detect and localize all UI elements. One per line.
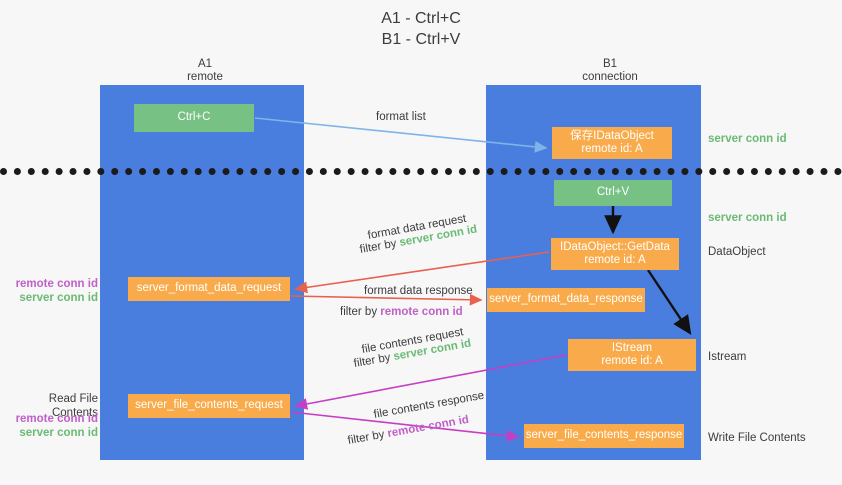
side-label-server-conn-id-b: server conn id	[19, 427, 98, 439]
side-label-write-file-contents: Write File Contents	[708, 432, 806, 444]
arrow-file-contents-response	[290, 411, 520, 442]
page-title: A1 - Ctrl+C B1 - Ctrl+V	[0, 8, 842, 50]
box-ctrl-c[interactable]: Ctrl+C	[134, 104, 254, 132]
label-filter-prefix: filter by	[340, 306, 381, 318]
column-a1-role: remote	[187, 71, 223, 83]
arrow-format-list	[254, 117, 548, 153]
side-label-remote-conn-id-a: remote conn id	[15, 278, 98, 290]
box-server-file-contents-response-label: server_file_contents_response	[525, 429, 683, 442]
arrow-format-data-response	[290, 293, 483, 306]
title-line-2: B1 - Ctrl+V	[381, 31, 461, 48]
arrow-format-data-request	[294, 251, 550, 294]
box-server-file-contents-request-label: server_file_contents_request	[135, 399, 283, 412]
box-server-file-contents-response[interactable]: server_file_contents_response	[524, 424, 684, 448]
divider-line	[0, 168, 842, 175]
box-getdata-line1: IDataObject::GetData	[560, 240, 670, 253]
box-ctrl-c-line1: Ctrl+C	[177, 111, 211, 124]
label-format-data-response-filter: filter by remote conn id	[340, 305, 463, 320]
box-server-format-data-response[interactable]: server_format_data_response	[487, 288, 645, 312]
side-label-server-conn-id-top: server conn id	[708, 133, 787, 145]
side-label-remote-conn-id-b: remote conn id	[15, 413, 98, 425]
box-idataobject-line2: remote id: A	[581, 143, 643, 155]
side-label-server-conn-id-mid: server conn id	[708, 212, 787, 224]
arrow-getdata-to-istream	[647, 269, 692, 335]
label-filter-remote-conn-id: remote conn id	[380, 306, 463, 318]
side-label-read-file-contents: Read File Contents	[48, 393, 98, 419]
side-label-conn-ids-lower: remote conn id server conn id	[10, 412, 98, 440]
side-label-conn-ids-upper: remote conn id server conn id	[10, 277, 98, 305]
box-idataobject[interactable]: 保存IDataObject remote id: A	[552, 127, 672, 159]
box-getdata-line2: remote id: A	[584, 254, 646, 266]
column-header-b1: B1 connection	[540, 58, 680, 84]
column-a1-name: A1	[197, 58, 213, 70]
box-istream-line1: IStream	[611, 341, 653, 354]
box-idataobject-getdata[interactable]: IDataObject::GetData remote id: A	[551, 238, 679, 270]
label-format-data-response: format data response	[364, 285, 473, 297]
box-server-file-contents-request[interactable]: server_file_contents_request	[128, 394, 290, 418]
box-ctrl-v-line1: Ctrl+V	[596, 186, 630, 199]
side-label-istream: Istream	[708, 351, 747, 363]
box-istream-line2: remote id: A	[601, 355, 663, 367]
box-server-format-data-request[interactable]: server_format_data_request	[128, 277, 290, 301]
side-label-dataobject: DataObject	[708, 246, 766, 258]
column-b1-name: B1	[602, 58, 618, 70]
box-server-format-data-response-label: server_format_data_response	[489, 293, 643, 306]
box-ctrl-v[interactable]: Ctrl+V	[554, 180, 672, 206]
box-istream[interactable]: IStream remote id: A	[568, 339, 696, 371]
column-b1-role: connection	[582, 71, 638, 83]
label-format-list: format list	[376, 111, 426, 123]
column-header-a1: A1 remote	[140, 58, 270, 84]
title-line-1: A1 - Ctrl+C	[381, 10, 461, 27]
box-server-format-data-request-label: server_format_data_request	[136, 282, 282, 295]
box-idataobject-line1: 保存IDataObject	[570, 129, 654, 142]
arrow-file-contents-request	[294, 354, 567, 410]
side-label-server-conn-id-a: server conn id	[19, 292, 98, 304]
